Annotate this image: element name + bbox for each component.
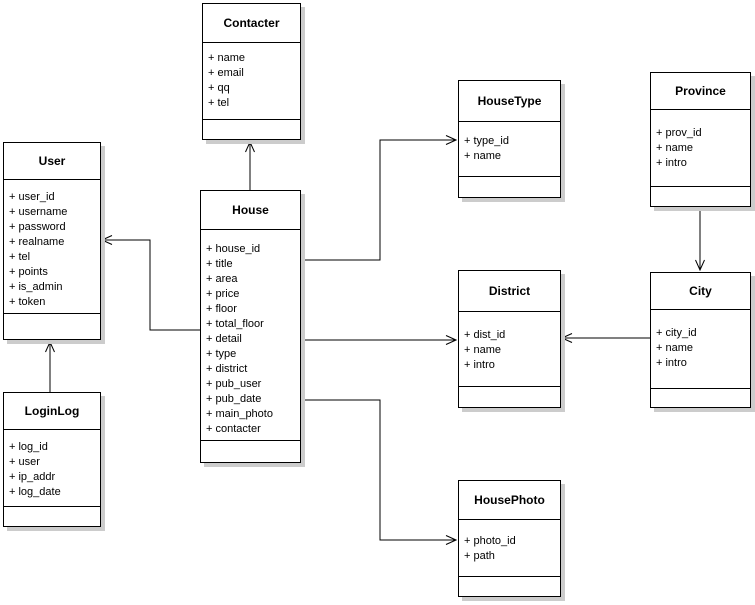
class-user-operations-empty bbox=[4, 313, 100, 339]
attribute: + name bbox=[464, 150, 501, 162]
class-loginlog-attributes: + log_id + user + ip_addr + log_date bbox=[4, 430, 100, 506]
attribute: + realname bbox=[9, 236, 65, 248]
attribute: + points bbox=[9, 266, 48, 278]
attribute: + title bbox=[206, 258, 233, 270]
class-housephoto-operations-empty bbox=[459, 576, 560, 596]
attribute: + user bbox=[9, 456, 40, 468]
attribute: + user_id bbox=[9, 191, 55, 203]
attribute: + password bbox=[9, 221, 66, 233]
class-house-attributes: + house_id + title + area + price + floo… bbox=[201, 230, 300, 440]
class-contacter-title: Contacter bbox=[203, 4, 300, 43]
class-housetype-attributes: + type_id + name bbox=[459, 122, 560, 176]
class-loginlog-title: LoginLog bbox=[4, 393, 100, 430]
attribute: + tel bbox=[9, 251, 31, 263]
attribute: + name bbox=[208, 52, 245, 64]
attribute: + contacter bbox=[206, 423, 261, 435]
attribute: + email bbox=[208, 67, 244, 79]
attribute: + tel bbox=[208, 97, 230, 109]
attribute: + name bbox=[656, 142, 693, 154]
class-housetype[interactable]: HouseType + type_id + name bbox=[458, 80, 561, 198]
class-house[interactable]: House + house_id + title + area + price … bbox=[200, 190, 301, 463]
class-loginlog-operations-empty bbox=[4, 506, 100, 526]
attribute: + detail bbox=[206, 333, 242, 345]
class-district-operations-empty bbox=[459, 386, 560, 407]
attribute: + intro bbox=[656, 157, 687, 169]
attribute: + house_id bbox=[206, 243, 261, 255]
class-district-attributes: + dist_id + name + intro bbox=[459, 312, 560, 386]
attribute: + type_id bbox=[464, 135, 509, 147]
attribute: + log_id bbox=[9, 441, 48, 453]
attribute: + main_photo bbox=[206, 408, 273, 420]
class-house-title: House bbox=[201, 191, 300, 230]
attribute: + is_admin bbox=[9, 281, 63, 293]
class-contacter[interactable]: Contacter + name + email + qq + tel bbox=[202, 3, 301, 140]
class-province-attributes: + prov_id + name + intro bbox=[651, 110, 750, 186]
attribute: + price bbox=[206, 288, 240, 300]
attribute: + qq bbox=[208, 82, 230, 94]
class-housephoto[interactable]: HousePhoto + photo_id + path bbox=[458, 480, 561, 597]
class-user-title: User bbox=[4, 143, 100, 180]
class-district-title: District bbox=[459, 271, 560, 312]
connector-house-housephoto bbox=[301, 399, 456, 540]
attribute: + ip_addr bbox=[9, 471, 56, 483]
attribute: + name bbox=[656, 342, 693, 354]
class-housetype-operations-empty bbox=[459, 176, 560, 197]
class-housephoto-title: HousePhoto bbox=[459, 481, 560, 520]
class-loginlog[interactable]: LoginLog + log_id + user + ip_addr + log… bbox=[3, 392, 101, 527]
class-contacter-operations-empty bbox=[203, 119, 300, 139]
class-housephoto-attributes: + photo_id + path bbox=[459, 520, 560, 576]
attribute: + intro bbox=[464, 359, 495, 371]
class-province[interactable]: Province + prov_id + name + intro bbox=[650, 72, 751, 207]
class-city-title: City bbox=[651, 273, 750, 310]
class-province-title: Province bbox=[651, 73, 750, 110]
attribute: + total_floor bbox=[206, 318, 264, 330]
class-province-operations-empty bbox=[651, 186, 750, 206]
attribute: + photo_id bbox=[464, 535, 516, 547]
attribute: + dist_id bbox=[464, 329, 506, 341]
attribute: + pub_user bbox=[206, 378, 262, 390]
attribute: + log_date bbox=[9, 486, 61, 498]
class-user[interactable]: User + user_id + username + password + r… bbox=[3, 142, 101, 340]
class-district[interactable]: District + dist_id + name + intro bbox=[458, 270, 561, 408]
attribute: + path bbox=[464, 550, 495, 562]
class-city-attributes: + city_id + name + intro bbox=[651, 310, 750, 388]
class-city-operations-empty bbox=[651, 388, 750, 407]
attribute: + city_id bbox=[656, 327, 697, 339]
attribute: + username bbox=[9, 206, 68, 218]
class-housetype-title: HouseType bbox=[459, 81, 560, 122]
class-house-operations-empty bbox=[201, 440, 300, 462]
class-contacter-attributes: + name + email + qq + tel bbox=[203, 43, 300, 119]
attribute: + type bbox=[206, 348, 237, 360]
attribute: + pub_date bbox=[206, 393, 262, 405]
attribute: + token bbox=[9, 296, 46, 308]
attribute: + prov_id bbox=[656, 127, 702, 139]
connector-house-housetype bbox=[301, 140, 456, 261]
attribute: + area bbox=[206, 273, 238, 285]
attribute: + floor bbox=[206, 303, 237, 315]
class-city[interactable]: City + city_id + name + intro bbox=[650, 272, 751, 408]
attribute: + name bbox=[464, 344, 501, 356]
connector-house-user bbox=[102, 240, 200, 331]
attribute: + intro bbox=[656, 357, 687, 369]
attribute: + district bbox=[206, 363, 248, 375]
class-user-attributes: + user_id + username + password + realna… bbox=[4, 180, 100, 313]
